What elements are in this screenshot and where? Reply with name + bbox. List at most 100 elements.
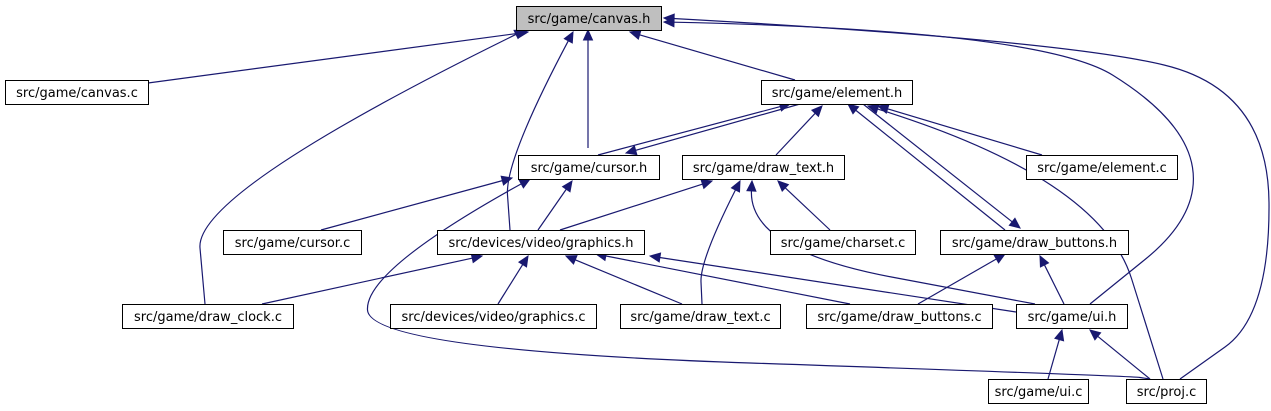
- arrowhead: [517, 254, 529, 268]
- node-charset-c[interactable]: src/game/charset.c: [770, 230, 916, 255]
- node-ui-h[interactable]: src/game/ui.h: [1016, 304, 1128, 329]
- edge-proj_c-to-canvas_h: [662, 13, 1270, 380]
- node-cursor-h[interactable]: src/game/cursor.h: [518, 155, 660, 180]
- node-label: src/game/draw_buttons.h: [952, 236, 1117, 251]
- arrowhead: [563, 30, 574, 44]
- arrowhead: [746, 179, 757, 192]
- node-label: src/devices/video/graphics.c: [402, 310, 586, 325]
- edge-draw_text_c-to-draw_text_h: [700, 179, 741, 305]
- node-label: src/game/element.c: [1037, 161, 1167, 176]
- edge-line: [1043, 263, 1065, 305]
- node-draw-buttons-h[interactable]: src/game/draw_buttons.h: [940, 230, 1129, 255]
- arrowhead: [561, 179, 573, 193]
- edge-line: [784, 186, 831, 231]
- node-label: src/game/cursor.h: [531, 161, 648, 176]
- edge-cursor_c-to-cursor_h: [320, 175, 514, 231]
- node-label: src/game/canvas.h: [528, 12, 651, 27]
- node-box: [806, 304, 993, 329]
- arrowhead: [624, 145, 638, 156]
- node-draw-buttons-c[interactable]: src/game/draw_buttons.c: [806, 304, 993, 329]
- arrowhead: [500, 175, 514, 186]
- edge-line: [497, 263, 524, 305]
- edge-draw_text_h-to-element_h: [775, 105, 823, 156]
- edge-line: [886, 108, 1043, 156]
- node-label: src/game/element.h: [772, 86, 903, 101]
- edge-line: [574, 258, 683, 305]
- node-draw-text-h[interactable]: src/game/draw_text.h: [682, 155, 845, 180]
- arrowhead: [648, 252, 662, 263]
- node-proj-c[interactable]: src/proj.c: [1126, 379, 1207, 404]
- arrowhead: [518, 178, 532, 189]
- node-box: [390, 304, 597, 329]
- edge-line: [862, 103, 1014, 223]
- node-cursor-c[interactable]: src/game/cursor.c: [223, 230, 362, 255]
- edge-graphics_h-to-draw_text_h: [559, 179, 714, 231]
- node-element-c[interactable]: src/game/element.c: [1026, 155, 1178, 180]
- arrowhead: [662, 13, 675, 24]
- edge-line: [1047, 338, 1061, 380]
- node-box: [518, 155, 660, 180]
- edge-line: [147, 32, 520, 84]
- edge-element_h-to-draw_buttons_h: [862, 103, 1021, 229]
- arrowhead: [730, 179, 741, 193]
- node-graphics-h[interactable]: src/devices/video/graphics.h: [437, 230, 645, 255]
- edge-proj_c-to-ui_h: [1089, 329, 1151, 380]
- node-label: src/game/canvas.c: [16, 86, 138, 101]
- edge-line: [876, 108, 1164, 380]
- nodes-layer: src/game/canvas.h src/game/canvas.c src/ga…: [5, 6, 1207, 404]
- edge-line: [672, 17, 1270, 380]
- edge-line: [199, 33, 518, 305]
- arrowhead: [1008, 217, 1021, 229]
- edge-line: [320, 179, 504, 231]
- node-element-h[interactable]: src/game/element.h: [761, 80, 913, 105]
- node-draw-text-c[interactable]: src/game/draw_text.c: [620, 304, 781, 329]
- arrowhead: [876, 103, 890, 115]
- edge-line: [597, 105, 782, 156]
- edge-cursor_h-to-canvas_h: [582, 28, 594, 148]
- edge-element_c-to-element_h: [876, 103, 1043, 156]
- node-draw-clock-c[interactable]: src/game/draw_clock.c: [122, 304, 294, 329]
- node-label: src/game/draw_text.h: [693, 161, 834, 176]
- edge-line: [638, 33, 796, 81]
- node-box: [437, 230, 645, 255]
- arrowhead: [470, 253, 484, 264]
- node-box: [5, 80, 149, 105]
- node-label: src/game/ui.c: [995, 385, 1083, 400]
- edge-line: [537, 188, 568, 231]
- node-box: [516, 6, 662, 31]
- edge-draw_text_c-to-graphics_h: [564, 255, 683, 305]
- edge-element_h-to-canvas_h: [628, 29, 796, 81]
- edge-line: [559, 183, 704, 231]
- edge-line: [1096, 335, 1151, 380]
- arrowhead: [847, 103, 860, 115]
- edge-charset_c-to-draw_text_h: [777, 180, 831, 231]
- node-label: src/devices/video/graphics.h: [448, 236, 633, 251]
- arrowhead: [1054, 328, 1065, 342]
- edge-draw_clock_c-to-graphics_h: [261, 253, 484, 305]
- node-box: [988, 379, 1089, 404]
- node-ui-c[interactable]: src/game/ui.c: [988, 379, 1089, 404]
- node-box: [223, 230, 362, 255]
- node-box: [1026, 155, 1178, 180]
- edge-ui_c-to-ui_h: [1047, 328, 1065, 380]
- node-box: [1016, 304, 1128, 329]
- node-label: src/game/charset.c: [781, 236, 905, 251]
- node-label: src/game/cursor.c: [235, 236, 351, 251]
- arrowhead: [700, 179, 714, 190]
- edge-cursor_h-to-element_h: [597, 101, 792, 156]
- edge-graphics_h-to-cursor_h: [537, 179, 573, 231]
- node-canvas-h[interactable]: src/game/canvas.h: [516, 6, 662, 31]
- edge-line: [366, 182, 1151, 380]
- edge-element_h-to-cursor_h: [624, 103, 801, 156]
- edge-line: [854, 109, 1006, 231]
- arrowhead: [777, 180, 790, 193]
- arrowhead: [628, 29, 642, 40]
- edge-draw_buttons_c-to-graphics_h: [594, 250, 851, 305]
- edge-line: [700, 188, 737, 305]
- arrowhead: [582, 28, 594, 41]
- node-graphics-c[interactable]: src/devices/video/graphics.c: [390, 304, 597, 329]
- node-canvas-c[interactable]: src/game/canvas.c: [5, 80, 149, 105]
- node-label: src/proj.c: [1137, 385, 1197, 400]
- edge-line: [261, 257, 474, 305]
